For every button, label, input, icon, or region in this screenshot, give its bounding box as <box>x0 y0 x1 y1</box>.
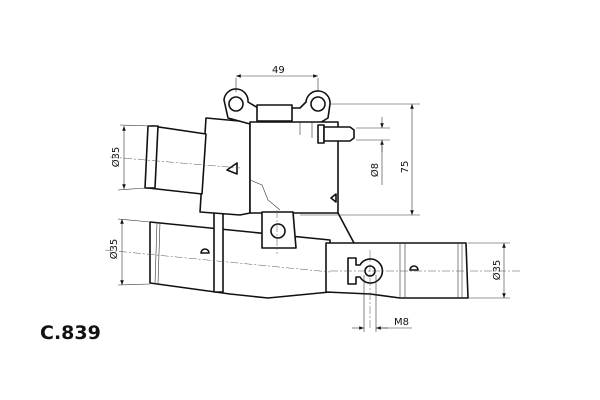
lug-spacing-label: 49 <box>272 65 285 76</box>
outlet-diameter-label: Ø35 <box>491 260 503 281</box>
mounting-lugs <box>223 88 331 125</box>
main-body <box>249 121 355 244</box>
upper-inlet-diameter-label: Ø35 <box>110 147 122 168</box>
part-code: C.839 <box>40 322 101 344</box>
upper-inlet-pipe <box>144 125 207 195</box>
height-label: 75 <box>400 161 411 174</box>
dimension-lines <box>117 74 510 332</box>
thread-label: M8 <box>394 317 409 328</box>
lower-inlet-diameter-label: Ø35 <box>108 239 120 260</box>
central-lug <box>261 211 297 249</box>
lower-inlet-pipe <box>149 206 331 299</box>
direction-arrow-icon <box>226 162 238 175</box>
nipple-diameter-label: Ø8 <box>369 163 381 177</box>
outlet-pipe <box>325 242 469 299</box>
